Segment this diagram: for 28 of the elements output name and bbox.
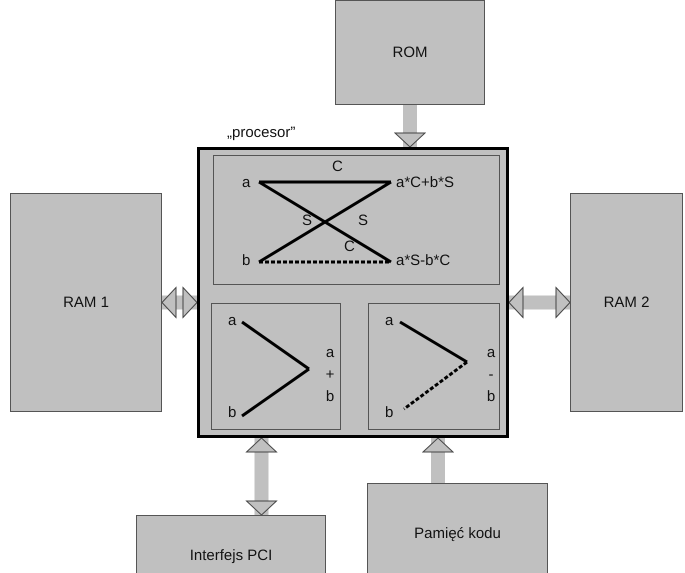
block-arrow (394, 105, 426, 148)
coefficient-label: S (302, 212, 312, 230)
rom-box: ROM (335, 0, 485, 105)
double-arrow (162, 287, 198, 318)
input-label: b (385, 404, 394, 422)
coefficient-label: S (358, 212, 368, 230)
output-label: a*S-b*C (396, 252, 450, 270)
code-memory-box: Pamięć kodu (367, 483, 548, 573)
block-arrow (422, 438, 454, 483)
interface-box: Interfejs PCI (136, 515, 326, 573)
output-label: a*C+b*S (396, 174, 454, 192)
coefficient-label: C (344, 238, 355, 256)
input-label: a (228, 312, 236, 330)
result-label: a + b (324, 343, 336, 407)
ram-box: RAM 1 (10, 193, 162, 412)
double-arrow (246, 438, 277, 516)
result-label: a - b (486, 343, 496, 407)
input-label: a (242, 174, 250, 192)
adder-box (211, 303, 341, 430)
heading: „procesor” (227, 124, 296, 142)
ram-box: RAM 2 (570, 193, 683, 412)
coefficient-label: C (332, 158, 343, 176)
input-label: b (228, 404, 236, 422)
butterfly-box (213, 155, 500, 285)
input-label: b (242, 252, 250, 270)
double-arrow (508, 287, 570, 318)
input-label: a (385, 312, 394, 330)
subtractor-box (368, 303, 500, 430)
